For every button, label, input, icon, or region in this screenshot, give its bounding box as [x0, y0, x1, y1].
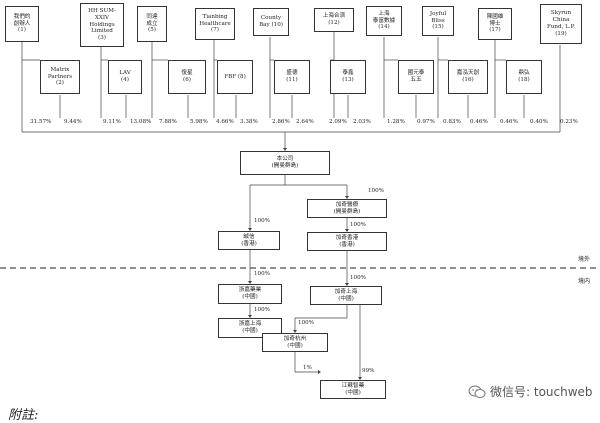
entity-bvi-right: 加奇醫療 (開曼群島)	[307, 199, 387, 218]
shareholder-taifu: 上海 泰富數據 (14)	[366, 6, 402, 36]
footnote-heading: 附註:	[8, 408, 39, 423]
region-offshore: 境外	[578, 256, 591, 263]
entity-hz-right: 加奇杭州 (中國)	[262, 333, 328, 352]
wechat-icon	[468, 385, 486, 398]
shareholder-tianbing: Tianbing Healthcare (7)	[195, 8, 235, 40]
watermark-text: 微信号: touchweb	[490, 385, 593, 399]
pct-label: 1.28%	[387, 119, 405, 125]
pct-label: 0.40%	[530, 119, 548, 125]
pct-label: 0.23%	[560, 119, 578, 125]
entity-hk-left: 誠信 (香港)	[218, 231, 280, 250]
pct-label: 5.98%	[190, 119, 208, 125]
entity-wfoe-left: 浙嘉藥業 (中國)	[218, 284, 282, 304]
pct-label: 0.83%	[443, 119, 461, 125]
shareholder-joyful-bliss: Joyful Bliss (15)	[422, 6, 454, 36]
pct-label: 9.44%	[64, 119, 82, 125]
shareholder-guoyuan: 國元泰 五五	[398, 60, 434, 94]
company-box: 本公司 (開曼群島)	[240, 151, 330, 175]
shareholder-dinghong: 鼎弘 (18)	[506, 60, 542, 94]
pct-label: 2.09%	[329, 119, 347, 125]
pct-hkleft-wfoe: 100%	[254, 271, 270, 277]
shareholder-hh-sum: HH SUM- XXIV Holdings Limited (3)	[80, 3, 124, 47]
shareholder-fosun: 復星 (6)	[168, 60, 206, 94]
pct-label: 0.46%	[470, 119, 488, 125]
shareholder-taixin: 泰鑫 (13)	[330, 60, 366, 94]
pct-label: 0.97%	[417, 119, 435, 125]
pct-label: 9.11%	[103, 119, 121, 125]
pct-label: 2.64%	[296, 119, 314, 125]
pct-shright-hz: 100%	[298, 320, 314, 326]
pct-label: 31.57%	[30, 119, 52, 125]
shareholder-matrix: Matrix Partners (2)	[40, 60, 80, 94]
pct-label: 2.86%	[272, 119, 290, 125]
shareholder-shanghai-heji: 上海合濟 (12)	[314, 8, 354, 32]
pct-label: 2.03%	[353, 119, 371, 125]
shareholder-founders: 我們的 創辦人 (1)	[5, 6, 39, 42]
entity-hk-right: 加奇香港 (香港)	[307, 232, 387, 251]
pct-label: 7.88%	[159, 119, 177, 125]
pct-shright-final: 99%	[362, 368, 375, 374]
shareholder-fbf: FBF (8)	[217, 60, 253, 94]
shareholder-lav: LAV (4)	[108, 60, 142, 94]
pct-hkright-shright: 100%	[350, 275, 366, 281]
pct-label: 3.38%	[240, 119, 258, 125]
region-onshore: 境内	[578, 278, 591, 285]
shareholder-dr-chen: 陳國雄 博士 (17)	[478, 8, 512, 40]
pct-company-hkleft: 100%	[254, 218, 270, 224]
shareholder-shengde: 盛德 (11)	[274, 60, 310, 94]
pct-bvi-hkright: 100%	[350, 222, 366, 228]
shareholder-tongda: 同達 成立 (5)	[137, 6, 167, 42]
watermark: 微信号: touchweb	[468, 383, 593, 400]
pct-label: 0.46%	[500, 119, 518, 125]
shareholder-jiahong: 嘉泓天創 (16)	[448, 60, 488, 94]
entity-final: 江蘇智藥 (中國)	[320, 380, 386, 399]
pct-wfoe-shleft: 100%	[254, 307, 270, 313]
pct-label: 4.66%	[216, 119, 234, 125]
pct-hz-final: 1%	[303, 365, 312, 371]
shareholder-skyrun: Skyrun China Fund, L.P. (19)	[540, 4, 582, 44]
shareholder-county-bay: County Bay (10)	[253, 8, 289, 36]
entity-sh-right: 加奇上海 (中國)	[310, 286, 382, 305]
pct-label: 13.08%	[130, 119, 152, 125]
pct-company-bvi: 100%	[368, 188, 384, 194]
